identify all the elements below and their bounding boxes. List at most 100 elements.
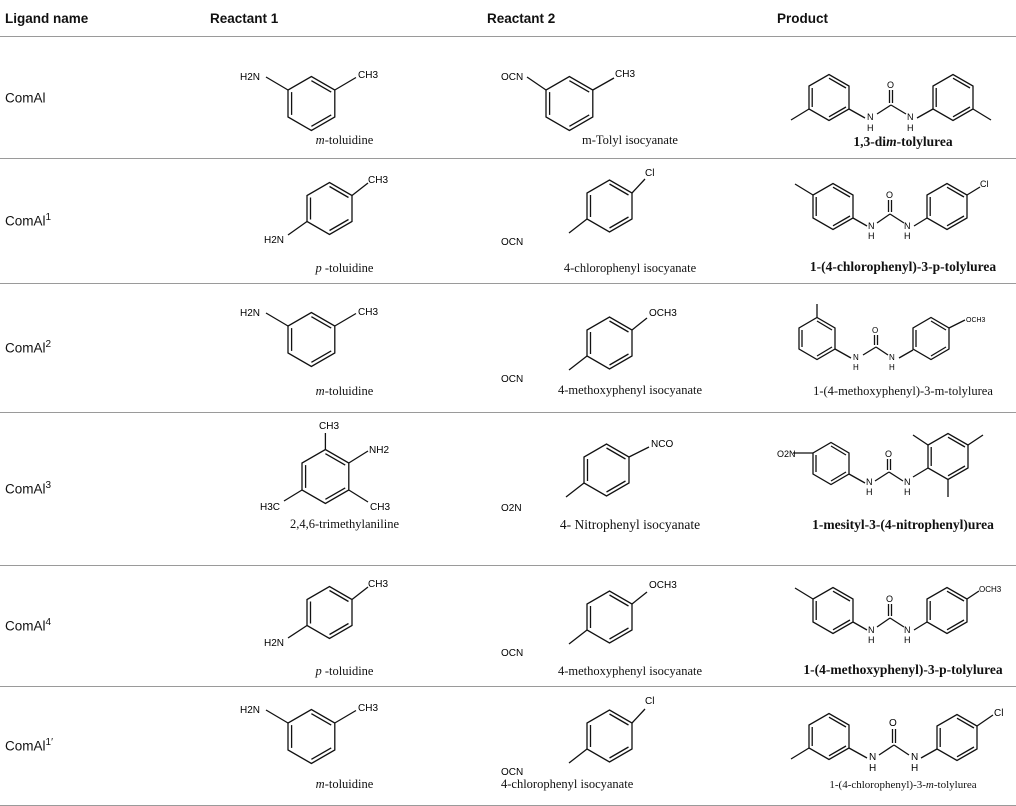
atom-label: O xyxy=(886,594,893,604)
group-label: CH3 xyxy=(370,502,390,513)
structure-4-chlorophenyl-isocyanate: OCN Cl xyxy=(501,168,654,248)
atom-label: O xyxy=(889,718,897,729)
reactant-1-name: m-toluidine xyxy=(315,777,374,791)
atom-label: N xyxy=(868,221,875,231)
group-label: H2N xyxy=(240,72,260,83)
group-label: OCH3 xyxy=(649,308,677,319)
reactant-2-name: 4-methoxyphenyl isocyanate xyxy=(557,664,703,678)
product-name: 1-(4-methoxyphenyl)-3-p-tolylurea xyxy=(803,662,1003,677)
group-label: H3C xyxy=(260,502,280,513)
product-name: 1,3-dim-tolylurea xyxy=(853,134,953,149)
group-label: Cl xyxy=(645,168,654,179)
group-label: H2N xyxy=(264,235,284,246)
structure-product: O N N H H OCH3 xyxy=(794,585,1002,645)
reactant-1-name: 2,4,6-trimethylaniline xyxy=(289,517,399,531)
atom-label: H xyxy=(868,231,875,241)
group-label: NCO xyxy=(651,439,673,450)
atom-label: H xyxy=(911,763,918,774)
header-reactant-1: Reactant 1 xyxy=(202,0,487,37)
atom-label: N xyxy=(907,112,914,122)
group-label: OCN xyxy=(501,237,523,248)
atom-label: OCH3 xyxy=(966,317,986,324)
group-label: CH3 xyxy=(368,175,388,186)
atom-label: O2N xyxy=(777,449,796,459)
product-name: 1-mesityl-3-(4-nitrophenyl)urea xyxy=(812,517,994,532)
reactant-2-name: 4-methoxyphenyl isocyanate xyxy=(557,383,703,397)
atom-label: N xyxy=(904,477,911,487)
product-name: 1-(4-chlorophenyl)-3-m-tolylurea xyxy=(829,779,977,791)
atom-label: Cl xyxy=(980,179,989,189)
header-reactant-2: Reactant 2 xyxy=(487,0,773,37)
group-label: H2N xyxy=(240,308,260,319)
product-name: 1-(4-chlorophenyl)-3-p-tolylurea xyxy=(809,259,997,274)
group-label: CH3 xyxy=(358,70,378,81)
atom-label: N xyxy=(868,625,875,635)
ligand-name: ComAl3 xyxy=(5,480,52,497)
atom-label: OCH3 xyxy=(979,585,1002,594)
atom-label: H xyxy=(907,123,914,133)
reactant-2-name: 4- Nitrophenyl isocyanate xyxy=(559,517,701,532)
group-label: CH3 xyxy=(368,579,388,590)
ligand-name: ComAl2 xyxy=(5,339,52,356)
group-label: CH3 xyxy=(358,703,378,714)
atom-label: H xyxy=(867,123,874,133)
atom-label: N xyxy=(911,752,918,763)
atom-label: N xyxy=(889,353,895,362)
atom-label: N xyxy=(869,752,876,763)
structure-product: O N N H H OCH3 xyxy=(798,304,986,372)
structure-p-toluidine: H2N CH3 xyxy=(264,175,388,246)
atom-label: N xyxy=(866,477,873,487)
atom-label: H xyxy=(889,363,895,372)
structure-p-toluidine: H2N CH3 xyxy=(264,579,388,649)
atom-label: O xyxy=(885,449,892,459)
atom-label: O xyxy=(887,80,894,90)
structure-product: O N N H H Cl xyxy=(790,708,1003,774)
group-label: OCH3 xyxy=(649,580,677,591)
group-label: OCN xyxy=(501,72,523,83)
atom-label: H xyxy=(904,487,911,497)
group-label: CH3 xyxy=(615,69,635,80)
table-row: ComAl3 CH3 NH2 H3C xyxy=(0,412,1016,566)
structure-4-methoxyphenyl-isocyanate: OCN OCH3 xyxy=(501,580,677,659)
header-ligand-name: Ligand name xyxy=(0,0,202,37)
atom-label: N xyxy=(904,625,911,635)
atom-label: H xyxy=(868,635,875,645)
table-row: ComAl2 H2N CH3 m-toluidine xyxy=(0,283,1016,413)
structure-2-4-6-trimethylaniline: CH3 NH2 H3C CH3 xyxy=(260,421,390,513)
structure-product: O N N H H Cl xyxy=(794,179,989,241)
group-label: OCN xyxy=(501,648,523,659)
atom-label: N xyxy=(853,353,859,362)
reactant-2-name: 4-chlorophenyl isocyanate xyxy=(501,777,634,791)
structure-m-tolyl-isocyanate: OCN CH3 xyxy=(501,69,635,132)
structure-m-toluidine: H2N CH3 xyxy=(240,703,378,765)
atom-label: Cl xyxy=(994,708,1003,719)
table-row: ComAl1 H2N CH3 p -toluidine xyxy=(0,158,1016,284)
group-label: OCN xyxy=(501,767,523,778)
product-name: 1-(4-methoxyphenyl)-3-m-tolylurea xyxy=(813,384,993,398)
table-row: ComAl4 H2N CH3 p -toluidine xyxy=(0,565,1016,687)
group-label: O2N xyxy=(501,503,522,514)
atom-label: O xyxy=(872,326,878,335)
ligand-name: ComAl1′ xyxy=(5,737,53,754)
atom-label: N xyxy=(867,112,874,122)
atom-label: O xyxy=(886,190,893,200)
group-label: H2N xyxy=(240,705,260,716)
group-label: H2N xyxy=(264,638,284,649)
structure-m-toluidine: H2N CH3 xyxy=(240,307,378,368)
ligand-name: ComAl4 xyxy=(5,617,52,634)
ligand-name: ComAl xyxy=(5,90,46,105)
reactant-2-name: 4-chlorophenyl isocyanate xyxy=(563,261,697,275)
reactant-1-name: m-toluidine xyxy=(315,384,374,398)
atom-label: H xyxy=(866,487,873,497)
structure-4-methoxyphenyl-isocyanate: OCN OCH3 xyxy=(501,308,677,385)
atom-label: H xyxy=(904,635,911,645)
atom-label: H xyxy=(853,363,859,372)
atom-label: N xyxy=(904,221,911,231)
structure-m-toluidine: H2N CH3 xyxy=(240,70,378,132)
group-label: Cl xyxy=(645,696,654,707)
reactant-1-name: p -toluidine xyxy=(315,261,374,275)
group-label: CH3 xyxy=(319,421,339,432)
structure-product: O2N O N N H H xyxy=(777,432,984,497)
table-row: ComAl1′ H2N CH3 m-toluidine xyxy=(0,686,1016,806)
